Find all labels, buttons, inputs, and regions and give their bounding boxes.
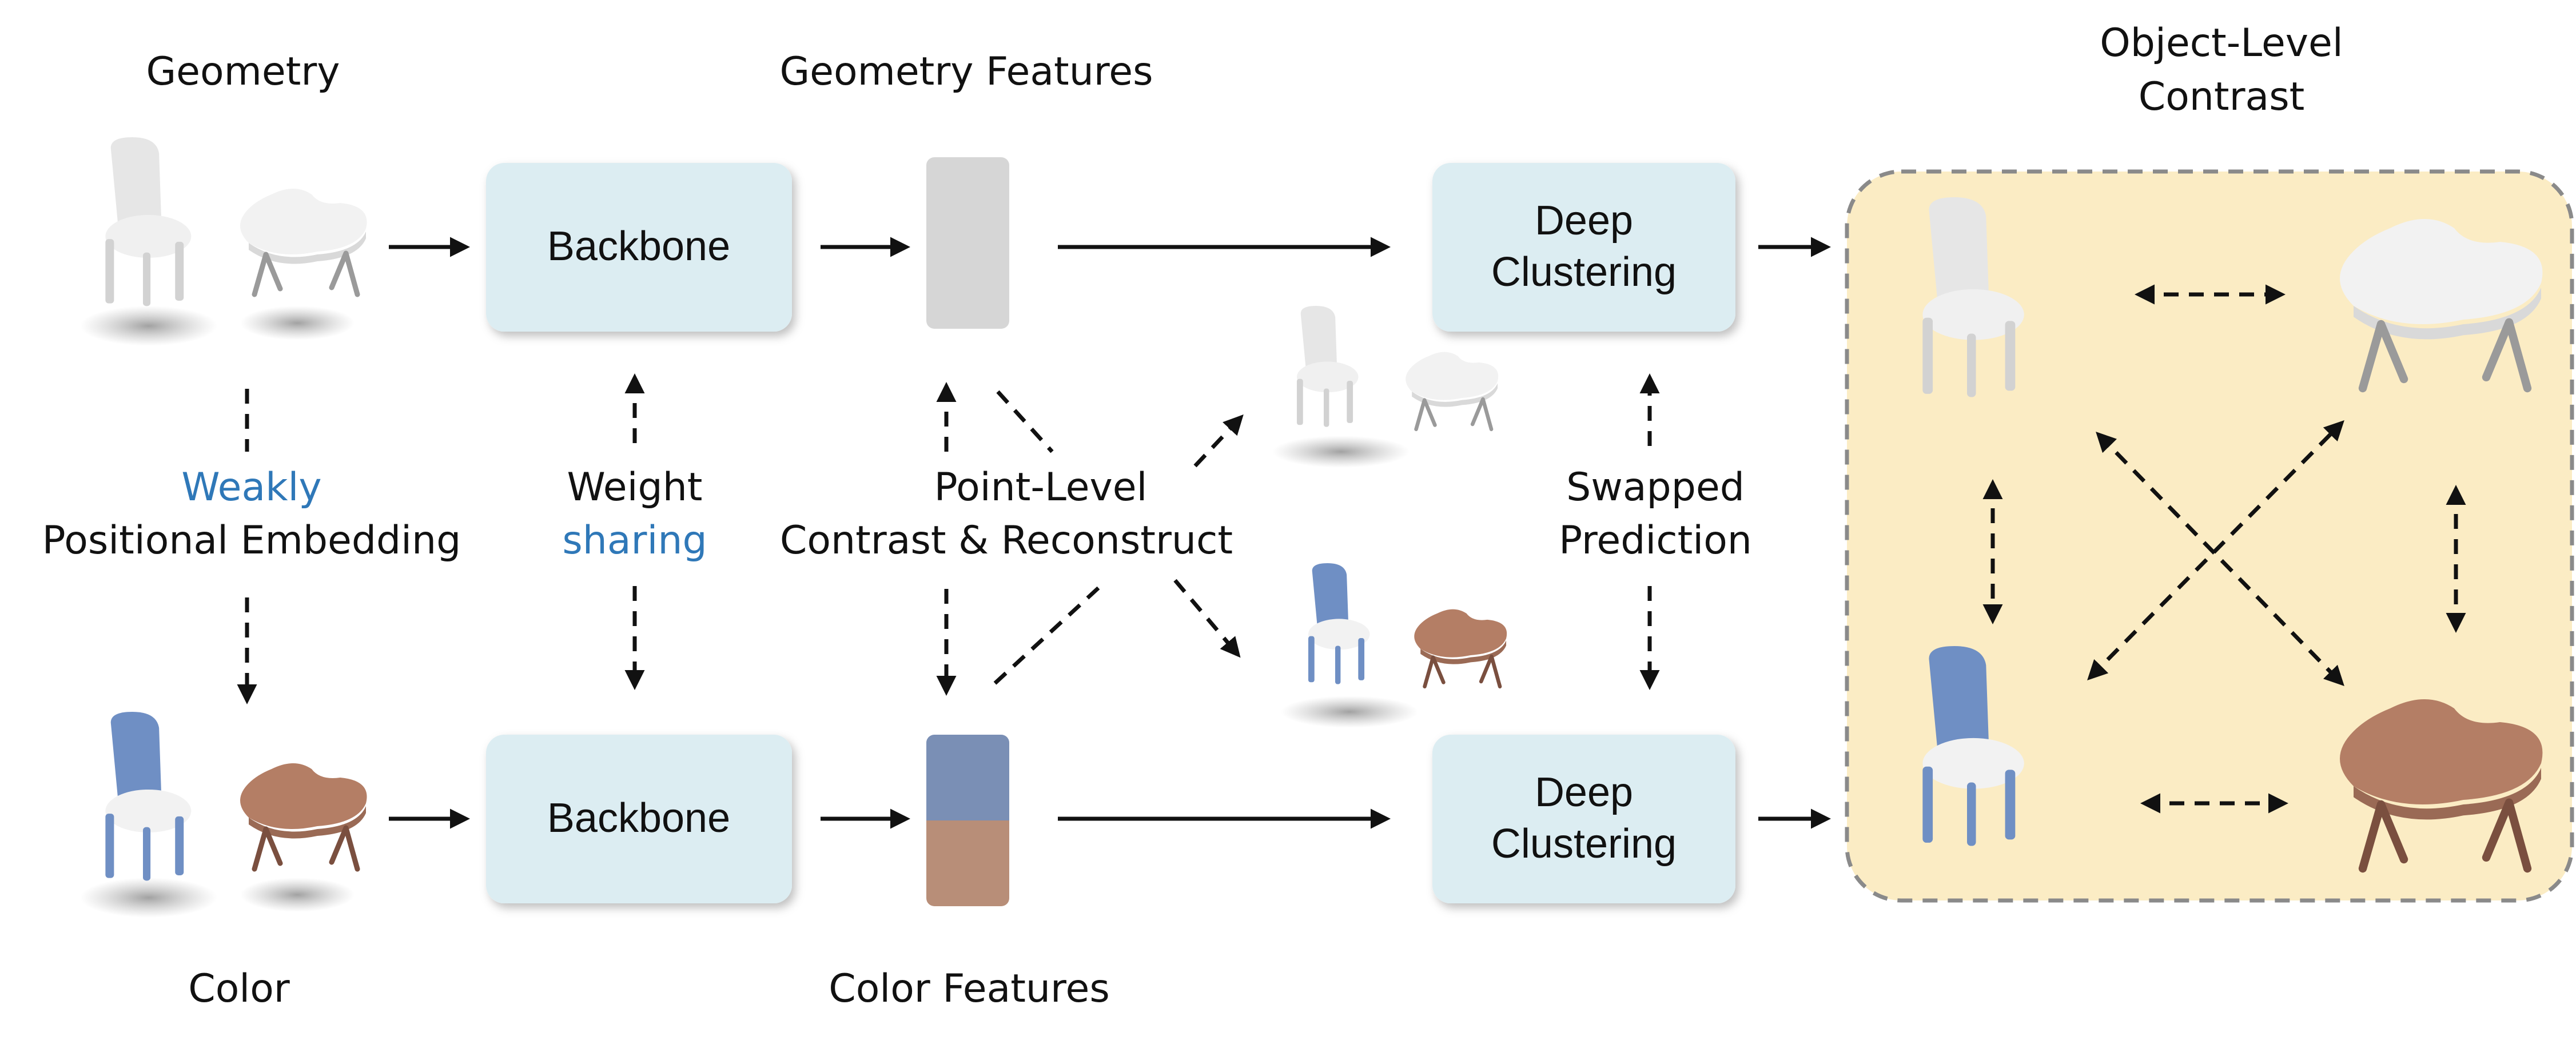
table-geometry-icon [240, 189, 367, 294]
solid-arrows [389, 237, 1831, 829]
chair-color-icon [105, 712, 192, 881]
swapped-label: Swapped [1566, 465, 1745, 510]
geometry-objects [80, 137, 367, 346]
backbone-top-box: Backbone [486, 163, 792, 332]
deep-clustering-top-line1: Deep [1535, 198, 1633, 244]
deep-clustering-bottom-line1: Deep [1535, 770, 1633, 815]
table-color-small-icon [1414, 609, 1507, 687]
weakly-label: Weakly [181, 465, 321, 510]
deep-clustering-top-box: Deep Clustering [1432, 163, 1735, 332]
geometry-label: Geometry [146, 49, 340, 94]
color-features-label: Color Features [829, 966, 1110, 1011]
chair-geometry-icon [105, 137, 192, 306]
deep-clustering-bottom-box: Deep Clustering [1432, 735, 1735, 903]
mid-color-objects [1281, 563, 1507, 728]
chair-color-small-icon [1308, 563, 1370, 684]
point-level-label-line1: Point-Level [934, 465, 1148, 510]
table-color-icon [240, 763, 367, 869]
sharing-label: sharing [562, 518, 707, 563]
color-feature-bar [926, 735, 1009, 906]
geometry-features-label: Geometry Features [779, 49, 1153, 94]
backbone-bottom-label: Backbone [547, 795, 730, 841]
backbone-bottom-box: Backbone [486, 735, 792, 903]
positional-embedding-label: Positional Embedding [42, 518, 461, 563]
deep-clustering-bottom-line2: Clustering [1491, 821, 1677, 867]
color-label: Color [188, 966, 290, 1011]
point-level-label-line2: Contrast & Reconstruct [780, 518, 1233, 563]
prediction-label: Prediction [1559, 518, 1752, 563]
backbone-top-label: Backbone [547, 224, 730, 269]
table-geometry-small-icon [1406, 352, 1499, 429]
dashed-arrows [237, 284, 2466, 814]
chair-geometry-small-icon [1296, 306, 1359, 427]
deep-clustering-top-line2: Clustering [1491, 249, 1677, 295]
object-level-label-line1: Object-Level [2100, 21, 2343, 66]
object-level-label-line2: Contrast [2139, 74, 2305, 119]
weight-label: Weight [567, 465, 703, 510]
geometry-feature-bar [926, 157, 1009, 329]
mid-geometry-objects [1272, 306, 1499, 468]
color-objects [80, 712, 367, 918]
